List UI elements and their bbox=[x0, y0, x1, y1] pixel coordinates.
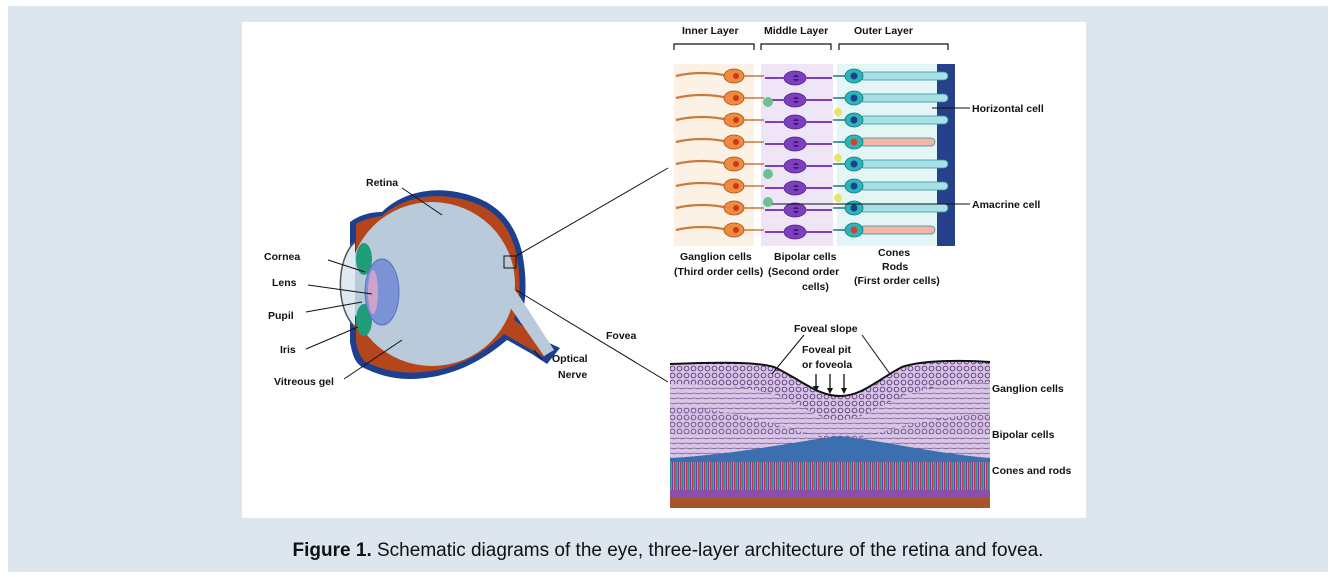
photoreceptor-segment bbox=[860, 116, 948, 124]
iris-label: Iris bbox=[280, 344, 296, 356]
retina-label: Retina bbox=[366, 177, 398, 189]
photoreceptor-nucleus bbox=[851, 161, 858, 168]
ganglion-nucleus bbox=[733, 95, 739, 101]
fovea-choroid-layer bbox=[670, 498, 990, 508]
photoreceptor-segment bbox=[860, 138, 935, 146]
first-order-label: (First order cells) bbox=[854, 275, 940, 287]
cones-label: Cones bbox=[878, 247, 910, 259]
photoreceptor-segment bbox=[860, 72, 948, 80]
ganglion-nucleus bbox=[733, 205, 739, 211]
ganglion-cells-label: Ganglion cells bbox=[680, 251, 752, 263]
outer-layer-label: Outer Layer bbox=[854, 25, 913, 37]
horizontal-accent bbox=[834, 194, 842, 202]
eye-diagram: Retina Cornea Lens Pupil Iris Vitreous g… bbox=[264, 177, 637, 388]
retina-layers-diagram: Inner Layer Middle Layer Outer Layer Hor… bbox=[674, 25, 1044, 293]
middle-layer-bg bbox=[761, 64, 833, 246]
photoreceptor-segment bbox=[860, 204, 948, 212]
zoom-line-retina bbox=[516, 168, 668, 256]
photoreceptor-segment bbox=[860, 226, 935, 234]
inner-layer-label: Inner Layer bbox=[682, 25, 739, 37]
middle-layer-bracket bbox=[761, 44, 831, 50]
ganglion-order-label: (Third order cells) bbox=[674, 266, 763, 278]
bipolar-order-label-2: cells) bbox=[802, 281, 829, 293]
amacrine-cell-label: Amacrine cell bbox=[972, 199, 1040, 211]
photoreceptor-nucleus bbox=[851, 205, 858, 212]
middle-layer-label: Middle Layer bbox=[764, 25, 828, 37]
caption-text: Schematic diagrams of the eye, three-lay… bbox=[372, 540, 1044, 561]
amacrine-accent bbox=[763, 169, 773, 179]
fovea-bipolar-label: Bipolar cells bbox=[992, 429, 1055, 441]
photoreceptor-nucleus bbox=[851, 95, 858, 102]
amacrine-accent bbox=[763, 197, 773, 207]
figure-caption: Figure 1. Schematic diagrams of the eye,… bbox=[0, 540, 1336, 562]
ganglion-nucleus bbox=[733, 227, 739, 233]
foveal-slope-label: Foveal slope bbox=[794, 323, 858, 335]
photoreceptor-nucleus bbox=[851, 117, 858, 124]
foveola-label: or foveola bbox=[802, 359, 852, 371]
ganglion-nucleus bbox=[733, 161, 739, 167]
photoreceptor-nucleus bbox=[851, 139, 858, 146]
photoreceptor-nucleus bbox=[851, 227, 858, 234]
foveal-pit-label: Foveal pit bbox=[802, 344, 852, 356]
foveal-slope-leader-left bbox=[772, 335, 804, 374]
photoreceptor-segment bbox=[860, 160, 948, 168]
pupil-region bbox=[368, 270, 378, 314]
foveal-slope-leader-right bbox=[862, 335, 890, 374]
horizontal-cell-label: Horizontal cell bbox=[972, 103, 1044, 115]
inner-layer-bracket bbox=[674, 44, 754, 50]
amacrine-accent bbox=[763, 97, 773, 107]
ganglion-nucleus bbox=[733, 139, 739, 145]
fovea-diagram: Foveal slope Foveal pit or foveola Gangl… bbox=[670, 323, 1072, 508]
bipolar-order-label: (Second order bbox=[768, 266, 839, 278]
pupil-label: Pupil bbox=[268, 310, 294, 322]
figure-panel: Retina Cornea Lens Pupil Iris Vitreous g… bbox=[242, 22, 1086, 518]
inner-layer-bg bbox=[674, 64, 754, 246]
pigment-epithelium bbox=[937, 64, 955, 246]
rods-label: Rods bbox=[882, 261, 908, 273]
fovea-cones-rods-layer bbox=[670, 458, 990, 490]
fovea-cones-rods-label: Cones and rods bbox=[992, 465, 1072, 477]
photoreceptor-nucleus bbox=[851, 183, 858, 190]
ganglion-nucleus bbox=[733, 73, 739, 79]
optical-nerve-label-2: Nerve bbox=[558, 369, 587, 381]
cornea-label: Cornea bbox=[264, 251, 300, 263]
ganglion-nucleus bbox=[733, 183, 739, 189]
bipolar-cells-label: Bipolar cells bbox=[774, 251, 837, 263]
photoreceptor-segment bbox=[860, 94, 948, 102]
photoreceptor-nucleus bbox=[851, 73, 858, 80]
vitreous-label: Vitreous gel bbox=[274, 376, 334, 388]
horizontal-accent bbox=[834, 108, 842, 116]
lens-label: Lens bbox=[272, 277, 297, 289]
cornea bbox=[340, 242, 355, 327]
ganglion-nucleus bbox=[733, 117, 739, 123]
photoreceptor-segment bbox=[860, 182, 948, 190]
fovea-pigment-layer bbox=[670, 490, 990, 498]
outer-layer-bracket bbox=[839, 44, 948, 50]
figure-diagram: Retina Cornea Lens Pupil Iris Vitreous g… bbox=[242, 22, 1086, 518]
horizontal-accent bbox=[834, 154, 842, 162]
caption-label: Figure 1. bbox=[293, 540, 372, 561]
optical-nerve-label-1: Optical bbox=[552, 353, 588, 365]
fovea-ganglion-label: Ganglion cells bbox=[992, 383, 1064, 395]
fovea-label: Fovea bbox=[606, 330, 637, 342]
